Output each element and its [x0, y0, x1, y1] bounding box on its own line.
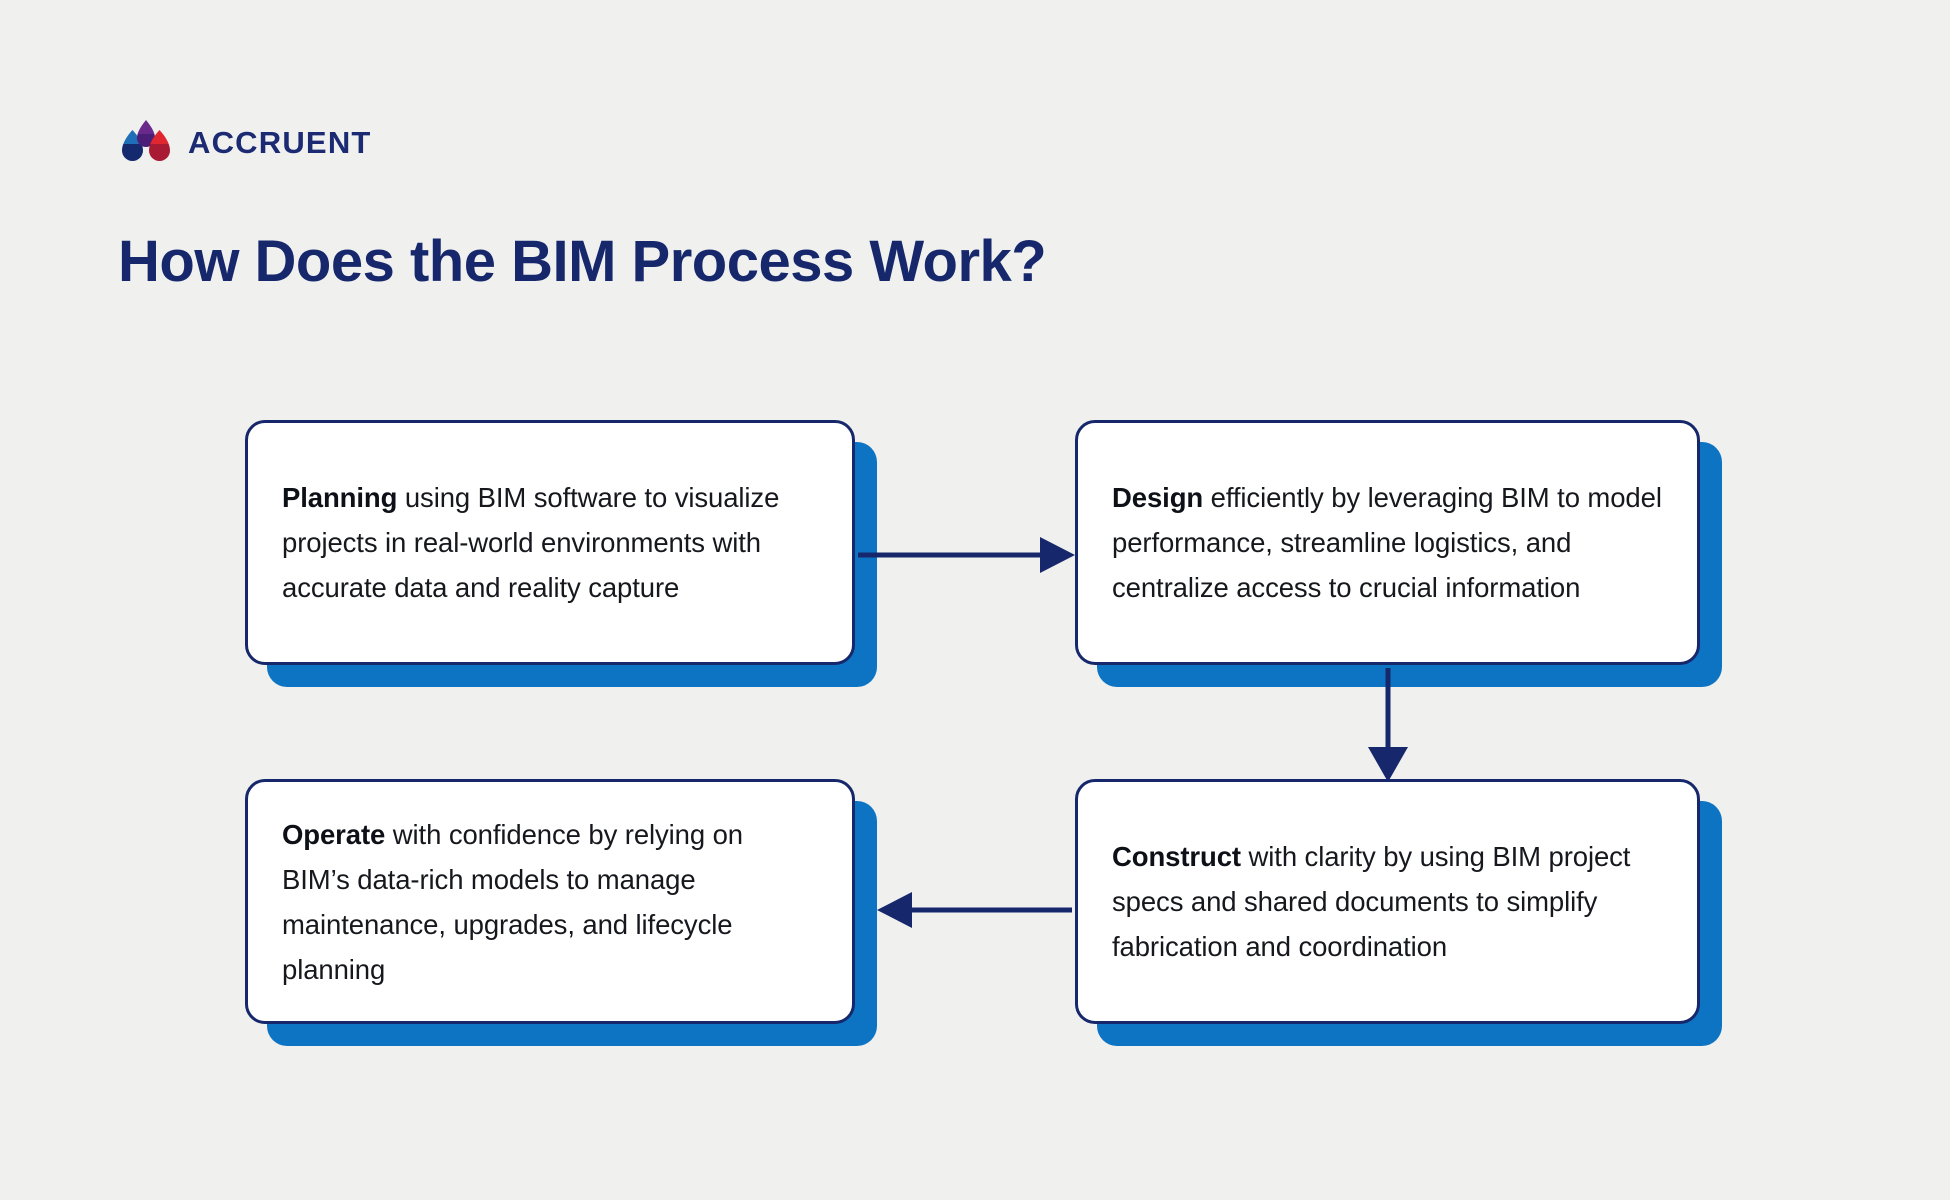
- node-body-text: with confidence by relying on BIM’s data…: [282, 818, 743, 985]
- node-lead-label: Construct: [1112, 841, 1241, 872]
- node-text: Operate with confidence by relying on BI…: [248, 812, 852, 992]
- node-body-text: with clarity by using BIM project specs …: [1112, 841, 1631, 962]
- flow-node-design[interactable]: Design efficiently by leveraging BIM to …: [1075, 420, 1722, 687]
- node-lead-label: Design: [1112, 482, 1204, 513]
- node-card: Operate with confidence by relying on BI…: [245, 779, 855, 1024]
- arrow-planning-to-design: [858, 537, 1075, 573]
- node-lead-label: Operate: [282, 818, 386, 850]
- node-text: Planning using BIM software to visualize…: [248, 475, 852, 610]
- page-title: How Does the BIM Process Work?: [118, 229, 1047, 294]
- node-card: Construct with clarity by using BIM proj…: [1075, 779, 1700, 1024]
- node-card: Planning using BIM software to visualize…: [245, 420, 855, 665]
- flow-node-operate[interactable]: Operate with confidence by relying on BI…: [245, 779, 877, 1046]
- node-body-text: efficiently by leveraging BIM to model p…: [1112, 482, 1662, 603]
- arrow-construct-to-operate: [877, 892, 1072, 928]
- node-text: Design efficiently by leveraging BIM to …: [1078, 475, 1697, 610]
- node-card: Design efficiently by leveraging BIM to …: [1075, 420, 1700, 665]
- accruent-droplet-logo-icon: [122, 120, 170, 161]
- node-text: Construct with clarity by using BIM proj…: [1078, 834, 1697, 969]
- node-lead-label: Planning: [282, 482, 398, 513]
- brand-wordmark: ACCRUENT: [188, 124, 372, 160]
- brand-logo[interactable]: ACCRUENT: [118, 118, 372, 166]
- flow-node-planning[interactable]: Planning using BIM software to visualize…: [245, 420, 877, 687]
- flow-node-construct[interactable]: Construct with clarity by using BIM proj…: [1075, 779, 1722, 1046]
- node-body-text: using BIM software to visualize projects…: [282, 482, 780, 603]
